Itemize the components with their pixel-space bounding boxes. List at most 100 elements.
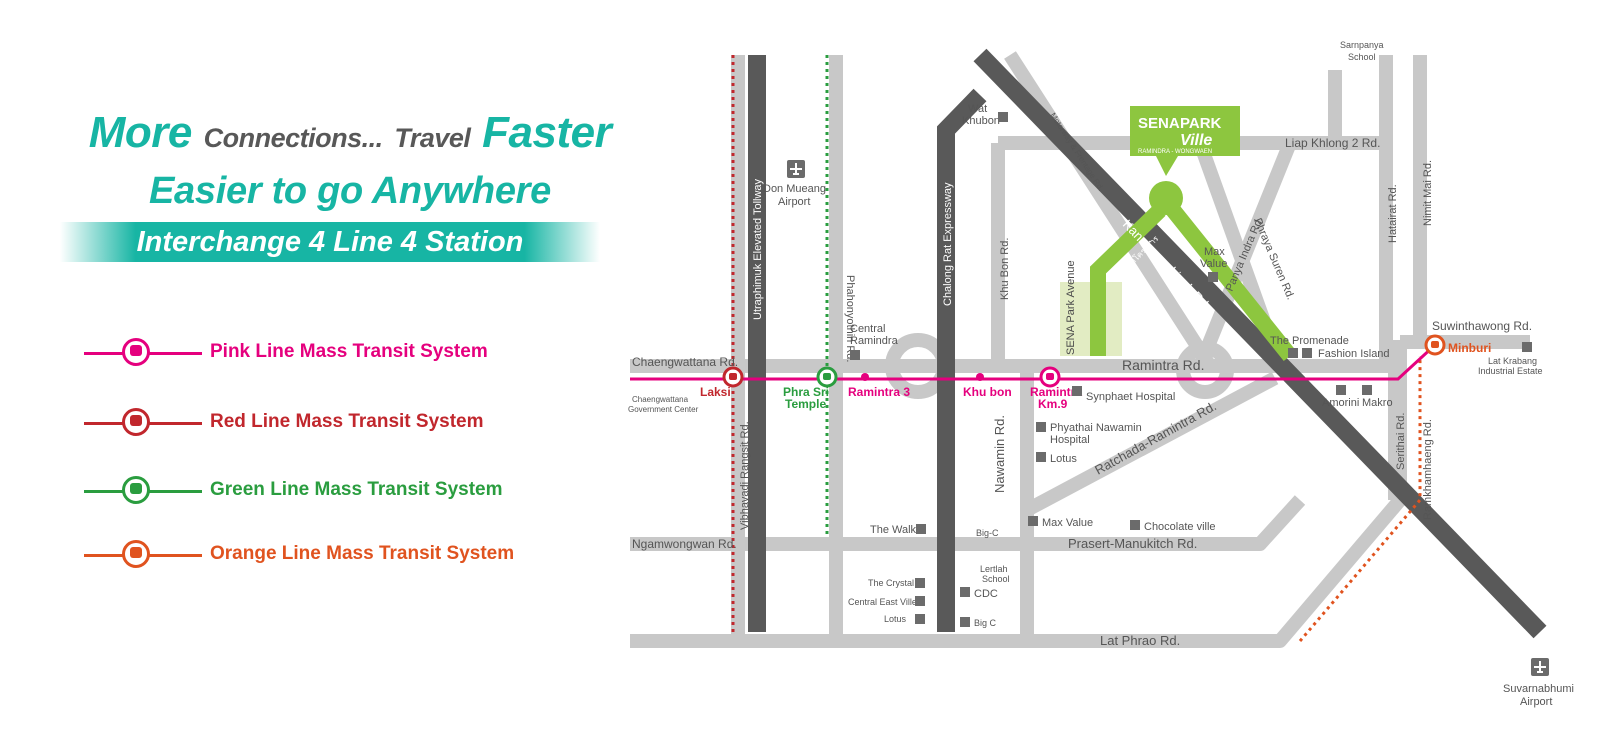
marker-lotus-b	[915, 614, 925, 624]
place-amorini: Amorini	[1322, 397, 1359, 409]
suvarnabhumi-airport-icon	[1531, 658, 1549, 676]
station-laksi: Laksi	[700, 366, 744, 399]
project-brand-sena: SENA	[1138, 115, 1180, 132]
marker-wat-khubon	[998, 112, 1008, 122]
legend-green-line: Green Line Mass Transit System	[84, 476, 684, 506]
place-don-mueang-2: Airport	[778, 196, 810, 208]
red-train-icon	[122, 408, 150, 436]
marker-lotus	[1036, 452, 1046, 462]
legend-red-line: Red Line Mass Transit System	[84, 408, 684, 438]
station-ramintra-3-label: Ramintra 3	[848, 385, 910, 399]
place-sarnpanya-2: School	[1348, 52, 1376, 62]
road-ratchada-ramintra	[1023, 371, 1279, 517]
road-chalong-rat	[937, 88, 987, 632]
label-vibhavadi: Vibhavadi Rangsit Rd.	[739, 421, 751, 530]
place-lotus: Lotus	[1050, 453, 1077, 465]
legend-green-label: Green Line Mass Transit System	[210, 479, 503, 500]
road-kanchanaphisek	[973, 48, 1547, 639]
place-lertlah-2: School	[982, 574, 1010, 584]
place-the-crystal: The Crystal	[868, 578, 914, 588]
place-don-mueang-1: Don Mueang	[763, 183, 826, 195]
label-nawamin: Nawamin Rd.	[992, 415, 1007, 493]
marker-lat-krabang	[1522, 342, 1532, 352]
place-big-c: Big-C	[976, 528, 999, 538]
headline-connections: Connections	[203, 123, 363, 153]
place-suvarnabhumi-1: Suvarnabhumi	[1503, 683, 1574, 695]
station-ramintra-km9-label-2: Km.9	[1038, 397, 1068, 411]
marker-chocolate-ville	[1130, 520, 1140, 530]
orange-line-track	[1298, 356, 1422, 642]
legend-orange-label: Orange Line Mass Transit System	[210, 543, 515, 564]
marker-makro	[1362, 385, 1372, 395]
marker-the-crystal	[915, 578, 925, 588]
don-mueang-airport-icon	[787, 160, 805, 178]
place-lat-krabang-2: Industrial Estate	[1478, 366, 1543, 376]
place-central-ramindra-2: Ramindra	[850, 335, 899, 347]
place-big-c-b: Big C	[974, 618, 997, 628]
label-ramintra: Ramintra Rd.	[1122, 357, 1204, 373]
marker-central-east-ville	[915, 596, 925, 606]
label-utraphimuk: Utraphimuk Elevated Tollway	[752, 178, 764, 320]
station-minburi-label: Minburi	[1448, 341, 1491, 355]
station-phra-sri-temple: Phra Sri Temple	[783, 366, 838, 411]
expressways	[748, 48, 1547, 639]
station-ramintra-3: Ramintra 3	[848, 373, 910, 399]
headline-line-1: More Connections... Travel Faster	[40, 108, 660, 158]
pink-train-icon	[122, 338, 150, 366]
marker-max-value	[1208, 272, 1218, 282]
marker-cdc	[960, 587, 970, 597]
marker-fashion-island	[1302, 348, 1312, 358]
legend-pink-line: Pink Line Mass Transit System	[84, 338, 684, 368]
marker-big-c-b	[960, 617, 970, 627]
pink-line-track	[630, 343, 1437, 381]
station-khu-bon: Khu bon	[963, 373, 1012, 399]
label-phahonyothin: Phahonyothin Rd.	[844, 275, 856, 362]
place-max-value-1: Max	[1204, 246, 1225, 258]
headline-faster: Faster	[482, 108, 612, 157]
project-brand-ville: Ville	[1180, 132, 1212, 149]
orange-train-icon	[122, 540, 150, 568]
headline-more: More	[88, 108, 193, 157]
headline-ellipsis: ...	[361, 123, 384, 153]
label-nimit-mai: Nimit Mai Rd.	[1422, 160, 1434, 226]
place-phyathai-2: Hospital	[1050, 434, 1090, 446]
place-chocolate-ville: Chocolate ville	[1144, 521, 1216, 533]
rail-lines	[630, 55, 1437, 642]
station-ramintra-km9-label-1: Ramintra	[1030, 385, 1082, 399]
label-hatairat: Hatairat Rd.	[1387, 184, 1399, 243]
station-phra-sri-label-1: Phra Sri	[783, 385, 829, 399]
place-promenade: The Promenade	[1270, 335, 1349, 347]
project-road	[1090, 194, 1297, 362]
headline-line-2: Easier to go Anywhere	[149, 170, 551, 212]
label-motorway: Motorway & Frontage Rd.	[1048, 111, 1105, 192]
project-pin	[1149, 181, 1183, 215]
station-laksi-label: Laksi	[700, 385, 731, 399]
label-ratchada: Ratchada-Ramintra Rd.	[1092, 398, 1219, 477]
place-synphaet: Synphaet Hospital	[1086, 391, 1175, 403]
label-prasert: Prasert-Manukitch Rd.	[1068, 536, 1197, 551]
station-khu-bon-label: Khu bon	[963, 385, 1012, 399]
label-chaengwattana: Chaengwattana Rd.	[632, 355, 738, 369]
marker-central-ramindra	[850, 350, 860, 360]
places: Sarnpanya School Wat Khubon Don Mueang A…	[628, 40, 1574, 708]
place-sarnpanya-1: Sarnpanya	[1340, 40, 1384, 50]
place-wat-khubon-2: Khubon	[962, 115, 1000, 127]
place-makro: Makro	[1362, 397, 1393, 409]
project-callout	[1130, 106, 1240, 176]
place-central-ramindra-1: Central	[850, 323, 885, 335]
place-central-east-ville: Central East Ville	[848, 597, 917, 607]
marker-phyathai	[1036, 422, 1046, 432]
marker-synphaet	[1072, 386, 1082, 396]
place-max-value-b: Max Value	[1042, 517, 1093, 529]
place-cdc: CDC	[974, 588, 998, 600]
marker-amorini	[1336, 385, 1346, 395]
label-ramkhamhaeng: Ramkhamhaeng Rd.	[1422, 419, 1434, 520]
marker-the-walk	[916, 524, 926, 534]
station-minburi: Minburi	[1424, 334, 1491, 356]
stations: Laksi Phra Sri Temple Ramintra 3 Khu bon…	[700, 334, 1491, 411]
interchange-banner: Interchange 4 Line 4 Station	[60, 222, 600, 262]
label-ngamwongwan: Ngamwongwan Rd.	[632, 537, 737, 551]
label-khu-bon: Khu Bon Rd.	[999, 238, 1011, 300]
place-phyathai-1: Phyathai Nawamin	[1050, 422, 1142, 434]
